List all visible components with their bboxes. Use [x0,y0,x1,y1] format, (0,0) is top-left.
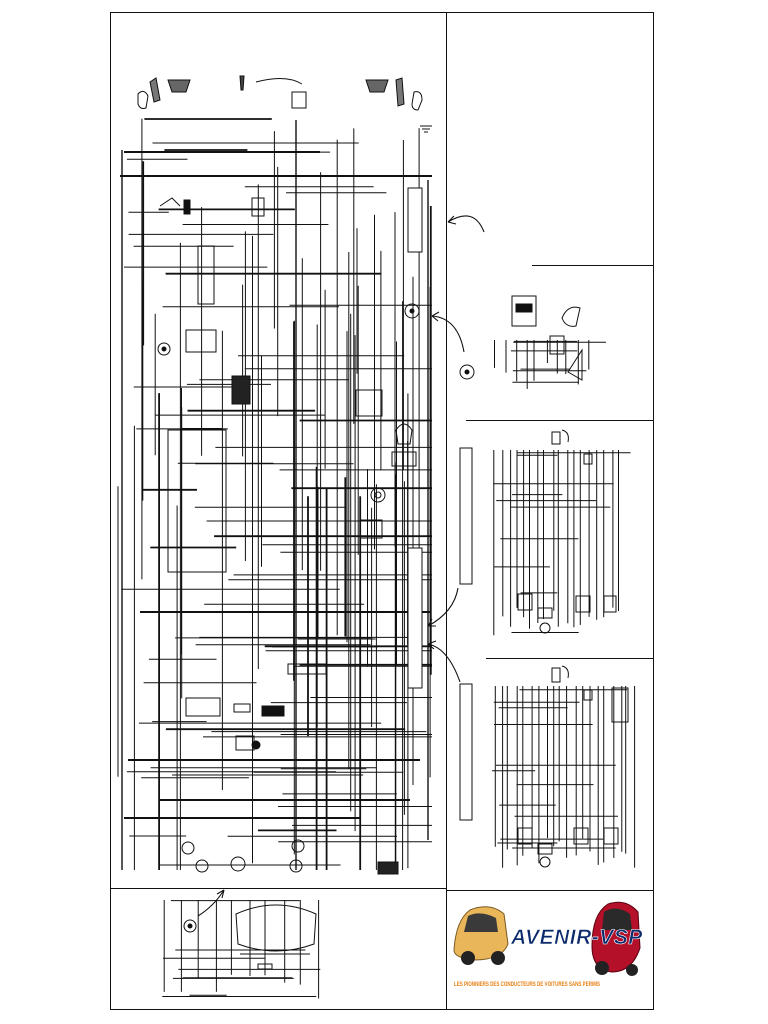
arrow-icon [197,889,225,917]
arrow-icon [427,640,461,683]
fuse-icon [159,197,265,217]
detail-arrows [197,215,485,917]
ecu-module [167,389,383,573]
front-left-headlamp-icon [137,77,191,109]
detail-panel-lower-right [459,665,629,868]
brand-logo-panel: AVENIR-VSP LES PIONNIERS DES CONDUCTEURS… [453,901,643,988]
detail-panel-middle-right [459,429,617,634]
arrow-icon [447,215,485,233]
detail-components [183,295,629,970]
ignition-switch-icon [157,303,420,503]
arrow-icon [427,587,459,627]
red-car-icon [591,901,641,976]
ground-symbol-icon [420,125,432,133]
arrow-icon [431,311,465,353]
logo-title: AVENIR-VSP [510,926,643,949]
front-right-headlamp-icon [365,77,423,111]
main-components [137,75,432,875]
yellow-car-icon [453,906,509,965]
sheet-frame [110,12,654,1010]
detail-panels [162,340,636,999]
switch-cluster [391,423,417,467]
connector-strip-top [407,187,423,253]
detail-panel-top-right [459,295,583,381]
horn-icon [239,75,307,109]
motor-icon [235,663,327,751]
connector-strip-middle [407,547,423,689]
connector-icon [185,697,251,717]
rear-lamp-icon [181,839,399,875]
logo-subtitle: LES PIONNIERS DES CONDUCTEURS DE VOITURE… [454,981,600,988]
rear-harness-panel [183,904,317,970]
relay-block [185,245,251,405]
